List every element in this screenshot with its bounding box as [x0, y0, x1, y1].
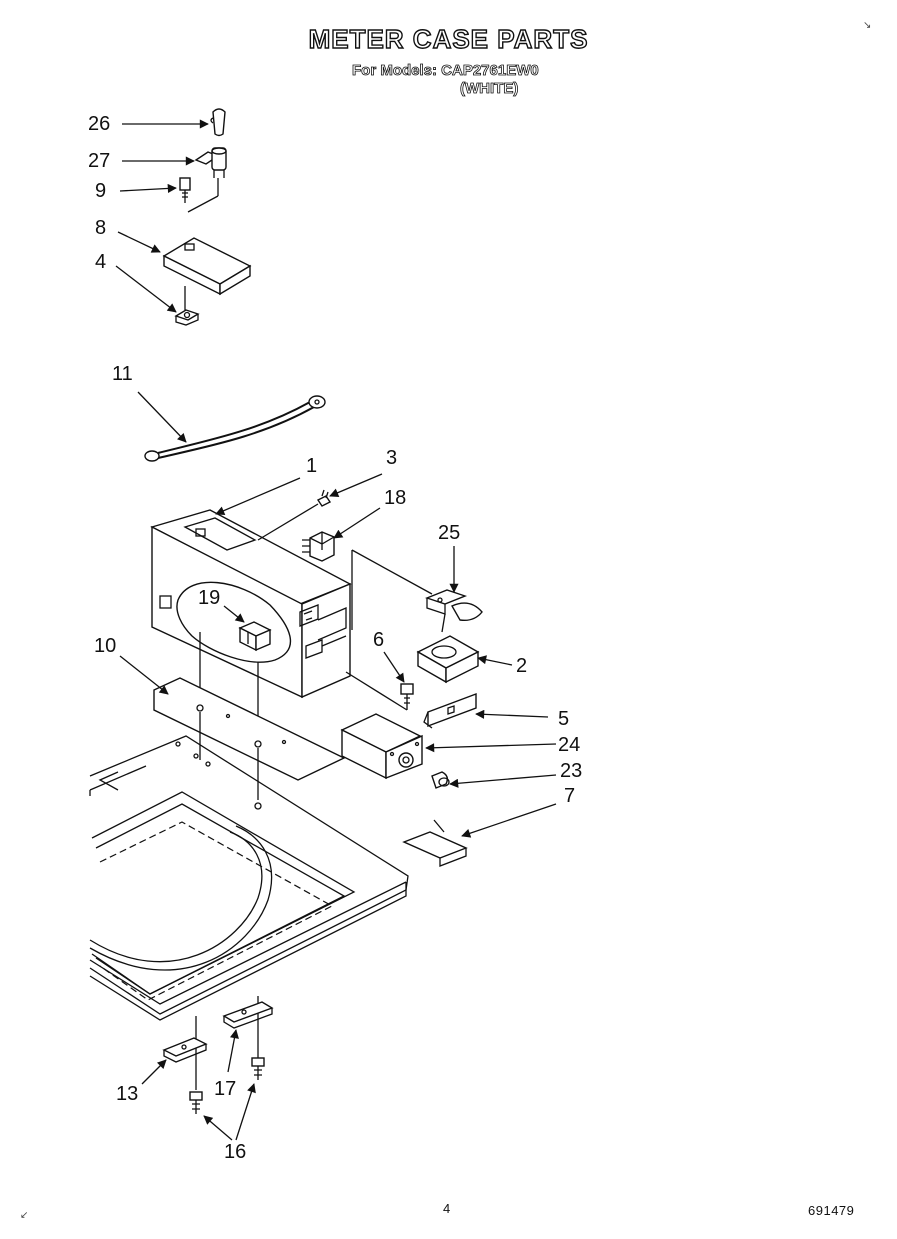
part-9-screw — [179, 177, 191, 203]
part-11-wire-harness — [144, 395, 326, 462]
callout-18: 18 — [384, 487, 407, 509]
callout-13: 13 — [116, 1083, 139, 1105]
callout-7: 7 — [564, 785, 576, 807]
callout-4: 4 — [95, 251, 107, 273]
part-18-switch — [302, 531, 335, 562]
part-17-bracket — [222, 1001, 274, 1029]
part-16-screw — [251, 1057, 265, 1080]
part-6-screw — [400, 683, 414, 710]
callout-3: 3 — [386, 447, 398, 469]
part-4-clip — [174, 286, 200, 326]
part-23-bulb — [431, 771, 450, 789]
callout-6: 6 — [373, 629, 385, 651]
callout-1: 1 — [306, 455, 318, 477]
callout-23: 23 — [560, 760, 583, 782]
corner-tick-icon: ↘ — [863, 20, 872, 31]
part-7-clip — [402, 819, 468, 867]
color-variant: (WHITE) — [460, 80, 519, 98]
callout-26: 26 — [88, 113, 111, 135]
part-25-bracket — [424, 589, 483, 622]
part-8-cover — [162, 237, 252, 296]
callout-5: 5 — [558, 708, 570, 730]
leader-arrows — [115, 119, 557, 1141]
part-13-bracket — [162, 1037, 208, 1063]
page-title: METER CASE PARTS — [308, 23, 589, 54]
part-27-bracket — [194, 147, 227, 178]
cabinet-top-panel — [89, 735, 409, 1021]
callout-17: 17 — [214, 1078, 237, 1100]
callout-9: 9 — [95, 180, 107, 202]
callout-24: 24 — [558, 734, 581, 756]
callout-10: 10 — [94, 635, 117, 657]
models-line: For Models: CAP2761EW0 — [352, 62, 540, 80]
callout-16: 16 — [224, 1141, 247, 1163]
document-number: 691479 — [808, 1203, 855, 1218]
part-24-box — [340, 713, 423, 780]
callout-8: 8 — [95, 217, 107, 239]
part-5-bracket — [423, 692, 477, 729]
callout-19: 19 — [198, 587, 221, 609]
callout-11: 11 — [112, 363, 133, 385]
part-3-screw — [257, 489, 332, 541]
callout-2: 2 — [516, 655, 528, 677]
part-26-knob — [210, 108, 226, 137]
part-16-screw — [189, 1091, 203, 1114]
part-2-housing — [416, 635, 480, 684]
corner-tick-icon: ↙ — [20, 1210, 29, 1221]
page-number: 4 — [443, 1201, 451, 1216]
callout-25: 25 — [438, 522, 461, 544]
callout-27: 27 — [88, 150, 111, 172]
part-10-gasket — [153, 677, 346, 781]
part-19-indicator — [238, 621, 272, 652]
